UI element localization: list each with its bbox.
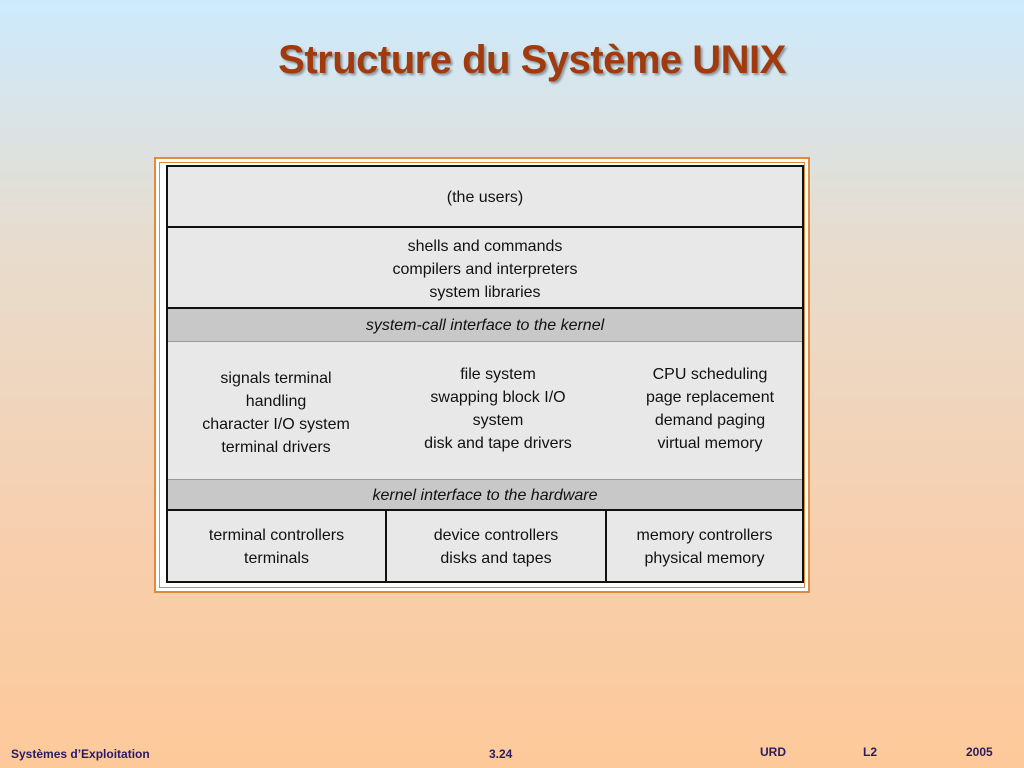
kernel-file-system-column: file system swapping block I/O system di…: [390, 363, 606, 455]
users-label: (the users): [446, 189, 524, 206]
ctrl-col1-line-1: terminal controllers: [208, 527, 345, 544]
device-controllers-cell: device controllers disks and tapes: [387, 511, 607, 583]
terminal-controllers-cell: terminal controllers terminals: [168, 511, 387, 583]
memory-controllers-cell: memory controllers physical memory: [607, 511, 802, 583]
kernel-col2-line-3: system: [472, 412, 524, 429]
kernel-col1-line-3: character I/O system: [202, 416, 350, 433]
ctrl-col3-line-2: physical memory: [644, 550, 765, 567]
users-layer: (the users): [168, 167, 802, 228]
kernel-col1-line-4: terminal drivers: [221, 439, 331, 456]
shells-line-1: shells and commands: [407, 238, 563, 255]
ctrl-col3-line-1: memory controllers: [636, 527, 773, 544]
kernel-layer: signals terminal handling character I/O …: [168, 342, 802, 479]
ctrl-col2-line-1: device controllers: [433, 527, 559, 544]
syscall-interface-label: system-call interface to the kernel: [365, 317, 605, 334]
kernel-col1-line-1: signals terminal: [220, 370, 332, 387]
kernel-col2-line-4: disk and tape drivers: [424, 435, 572, 452]
footer-level: L2: [863, 745, 878, 759]
footer-course: Systèmes d’Exploitation: [11, 747, 150, 761]
hardware-interface-layer: kernel interface to the hardware: [168, 479, 802, 511]
shells-layer: shells and commands compilers and interp…: [168, 228, 802, 309]
kernel-col3-line-1: CPU scheduling: [652, 366, 768, 383]
kernel-col3-line-3: demand paging: [654, 412, 766, 429]
kernel-col1-line-2: handling: [245, 393, 307, 410]
slide-title: Structure du Système UNIX: [278, 38, 786, 82]
footer-page-number: 3.24: [489, 747, 513, 761]
kernel-col3-line-2: page replacement: [645, 389, 775, 406]
footer-year: 2005: [966, 745, 993, 759]
ctrl-col2-line-2: disks and tapes: [440, 550, 552, 567]
kernel-terminal-column: signals terminal handling character I/O …: [178, 367, 374, 459]
controllers-layer: terminal controllers terminals device co…: [168, 511, 802, 583]
kernel-col3-line-4: virtual memory: [657, 435, 763, 452]
unix-structure-diagram: (the users) shells and commands compiler…: [166, 165, 804, 583]
syscall-interface-layer: system-call interface to the kernel: [168, 309, 802, 342]
footer-org: URD: [760, 745, 786, 759]
kernel-memory-column: CPU scheduling page replacement demand p…: [620, 363, 800, 455]
shells-line-2: compilers and interpreters: [392, 261, 578, 278]
ctrl-col1-line-2: terminals: [244, 550, 309, 567]
shells-line-3: system libraries: [429, 284, 541, 301]
kernel-col2-line-2: swapping block I/O: [430, 389, 566, 406]
hardware-interface-label: kernel interface to the hardware: [372, 487, 598, 504]
kernel-col2-line-1: file system: [460, 366, 536, 383]
